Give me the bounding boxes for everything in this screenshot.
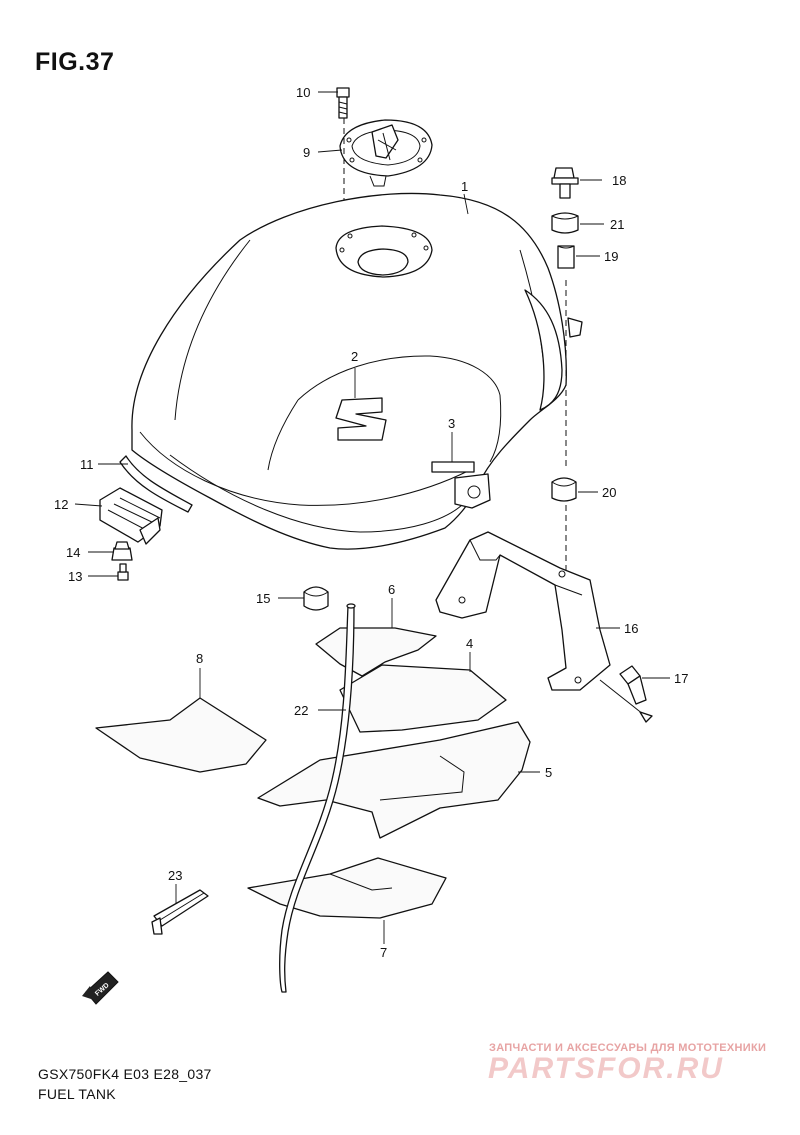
part-12-cushion[interactable] — [99, 487, 163, 545]
callout-17: 17 — [674, 671, 688, 686]
part-3-label[interactable] — [431, 461, 475, 473]
part-21-collar[interactable] — [551, 212, 579, 234]
part-23-clip[interactable] — [151, 889, 209, 935]
watermark-subtitle: ЗАПЧАСТИ И АКСЕССУАРЫ ДЛЯ МОТОТЕХНИКИ — [489, 1042, 767, 1054]
part-17-bolt[interactable] — [619, 665, 647, 705]
part-20-cushion[interactable] — [551, 477, 577, 502]
callout-1: 1 — [461, 179, 468, 194]
fwd-direction-marker: FWD — [82, 971, 119, 1005]
part-4-pad[interactable] — [339, 664, 507, 733]
callout-6: 6 — [388, 582, 395, 597]
callout-19: 19 — [604, 249, 618, 264]
part-15-cushion[interactable] — [303, 586, 329, 611]
direction-arrow-17 — [639, 711, 653, 723]
callout-15: 15 — [256, 591, 270, 606]
part-16-bracket[interactable] — [435, 531, 611, 691]
part-2-emblem[interactable] — [335, 397, 387, 441]
callout-12: 12 — [54, 497, 68, 512]
callout-11: 11 — [80, 457, 94, 472]
callout-13: 13 — [68, 569, 82, 584]
part-14-nut[interactable] — [111, 541, 133, 561]
part-11-seal-strip[interactable] — [119, 455, 193, 513]
part-1-fuel-tank[interactable] — [131, 192, 583, 550]
callout-4: 4 — [466, 636, 473, 651]
section-name: FUEL TANK — [38, 1086, 116, 1102]
callout-10: 10 — [296, 85, 310, 100]
model-code: GSX750FK4 E03 E28_037 — [38, 1066, 212, 1082]
part-22-hose[interactable] — [279, 603, 356, 993]
figure-title: FIG.37 — [35, 48, 115, 76]
callout-14: 14 — [66, 545, 80, 560]
leader-lines — [74, 91, 670, 944]
part-5-pad[interactable] — [257, 721, 531, 839]
callout-18: 18 — [612, 173, 626, 188]
callout-16: 16 — [624, 621, 638, 636]
part-7-pad[interactable] — [247, 857, 447, 919]
part-19-sleeve[interactable] — [557, 245, 575, 269]
part-8-pad[interactable] — [95, 697, 267, 773]
part-13-screw[interactable] — [117, 563, 129, 581]
watermark-brand: PARTSFOR.RU — [488, 1052, 724, 1085]
callout-9: 9 — [303, 145, 310, 160]
callout-labels: 10 9 1 2 3 11 12 14 13 18 21 19 20 16 17… — [54, 85, 688, 960]
callout-21: 21 — [610, 217, 624, 232]
callout-7: 7 — [380, 945, 387, 960]
callout-2: 2 — [351, 349, 358, 364]
callout-20: 20 — [602, 485, 616, 500]
part-9-fuel-cap[interactable] — [339, 119, 433, 187]
callout-3: 3 — [448, 416, 455, 431]
part-18-bolt[interactable] — [551, 167, 579, 199]
part-10-bolt[interactable] — [336, 87, 350, 119]
callout-23: 23 — [168, 868, 182, 883]
callout-8: 8 — [196, 651, 203, 666]
callout-22: 22 — [294, 703, 308, 718]
callout-5: 5 — [545, 765, 552, 780]
